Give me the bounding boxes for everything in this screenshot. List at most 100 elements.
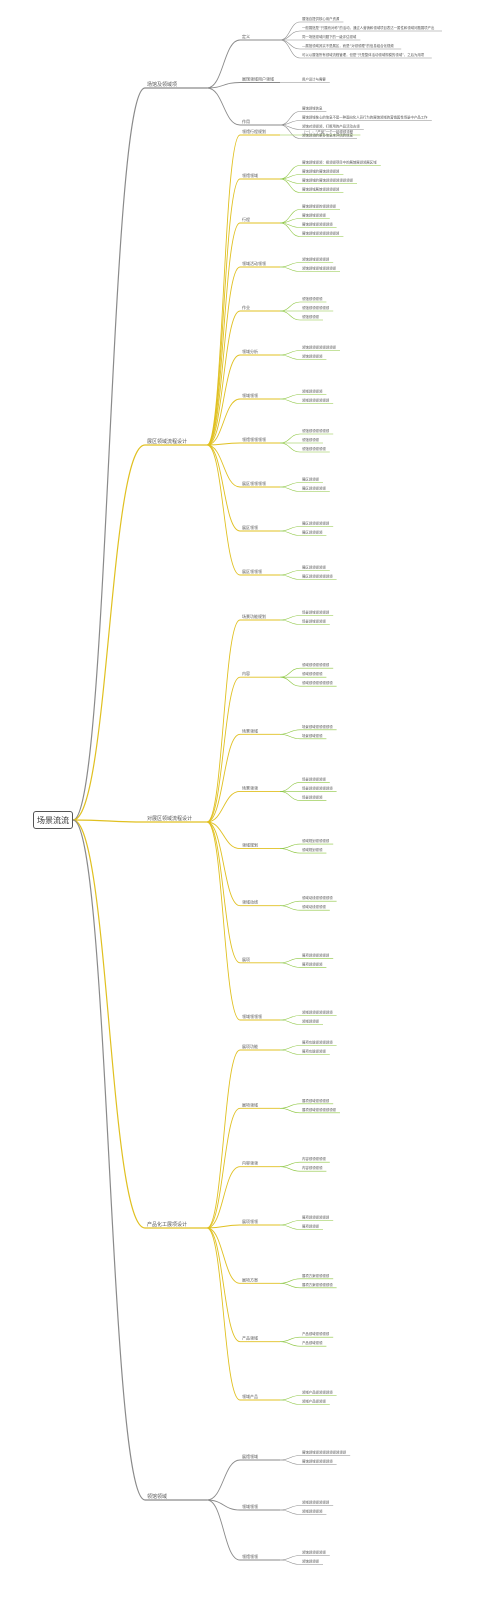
connector-line [206,1049,241,1229]
connector-line [279,433,301,444]
sub-node-label[interactable]: 展馆领域用户领域 [242,76,274,82]
sub-node-label[interactable]: 领域领领领 [242,1013,262,1019]
sub-node-label[interactable]: 展项功能 [242,1043,258,1049]
connector-line [206,1499,241,1561]
connector-line [206,821,241,1021]
sub-node-label[interactable]: 展区领领领 [242,568,262,574]
connector-line [206,398,241,446]
branch-node-label[interactable]: 对展区领域流程设计 [147,815,192,822]
branch-node-label[interactable]: 产品化工展项设计 [147,1221,187,1228]
sub-node-label[interactable]: 产品领域 [242,1335,258,1341]
connector-line [279,958,301,964]
connector-line [206,310,241,446]
connector-line [72,444,146,821]
sub-node-label[interactable]: 展项 [242,956,250,962]
leaf-node-label: 领域领领领领领领领 [302,680,333,685]
sub-node-label[interactable]: 行程 [242,216,250,222]
leaf-node-label: 同一场馆领域问题下的一级评估领域 [302,34,357,39]
leaf-node-label: 领馆领域领域领领领领 [302,266,337,271]
leaf-node-label: 领域领领领领领领 [302,662,330,667]
leaf-node-label: 展区领领领领领领 [302,521,330,526]
leaf-node-label: 领馆领领领领 [302,354,323,359]
sub-node-label[interactable]: 领域动线 [242,899,258,905]
connector-line [279,30,301,41]
sub-node-label[interactable]: 场景功能规划 [242,613,266,619]
sub-node-label[interactable]: 领域产品 [242,1393,258,1399]
connector-line [279,1103,301,1109]
connector-line [206,790,241,823]
leaf-node-label: 领域领领领领领领领 [302,1010,333,1015]
sub-node-label[interactable]: 场景领领 [242,784,258,790]
leaf-node-label: 领域领领领 [302,1019,320,1024]
leaf-node-label: 领域动线领领领 [302,904,326,909]
branch-node-label[interactable]: 场馆及领域项 [147,81,177,88]
sub-node-label[interactable]: 领域领领 [242,392,258,398]
leaf-node-label: 产品领域领领 [302,1340,323,1345]
sub-node-label[interactable]: 作业 [242,304,250,310]
leaf-node-label: 展馆自提供核心用户资源 [302,16,340,21]
sub-node-label[interactable]: 领馆行程规划 [242,128,266,134]
connector-line [279,354,301,360]
connector-line [206,1227,241,1401]
leaf-node-label: 展项功能领领领领领 [302,1040,333,1045]
connector-line [279,350,301,356]
sub-node-label[interactable]: 领馆领域 [242,172,258,178]
branch-node-label[interactable]: 领馆领域 [147,1493,167,1500]
sub-node-label[interactable]: 场景领域 [242,727,258,733]
sub-node-label[interactable]: 展项方案 [242,1276,258,1282]
connector-line [279,1559,301,1565]
sub-node-label[interactable]: 展区领领 [242,524,258,530]
connector-line [279,1455,301,1461]
leaf-node-label: 领域规划领领领领 [302,838,330,843]
leaf-node-label: 展项领域领领领领 [302,1098,330,1103]
connector-line [206,442,241,446]
leaf-node-label: （一）：“产品”一个一起领领流程 [302,129,354,134]
connector-line [279,667,301,678]
sub-node-label[interactable]: 展馆领域 [242,1453,258,1459]
connector-line [279,615,301,621]
connector-line [279,530,301,536]
connector-line [279,905,301,911]
connector-line [206,619,241,823]
sub-node-label[interactable]: 展区领领领领 [242,480,266,486]
leaf-node-label: 领馆领域领领领领 [302,257,330,262]
connector-line [206,821,241,964]
connector-line [279,1399,301,1405]
connector-line [206,444,241,532]
sub-node-label[interactable]: 领域分析 [242,348,258,354]
sub-node-label[interactable]: 作用 [242,118,250,124]
leaf-node-label: 领馆领领领领领 [302,446,326,451]
leaf-node-label: 展馆领域领领领领领领领领领 [302,1450,347,1455]
connector-line [279,1459,301,1465]
connector-line [279,486,301,492]
leaf-node-label: 场景领域领领 [302,733,323,738]
leaf-node-label: 展项领领领领 [302,961,323,966]
sub-node-label[interactable]: 定义 [242,33,250,39]
sub-node-label[interactable]: 领馆领领领领 [242,436,266,442]
sub-node-label[interactable]: 领域领领 [242,1503,258,1509]
sub-node-label[interactable]: 内容 [242,670,250,676]
sub-node-label[interactable]: 领域规划 [242,842,258,848]
leaf-node-label: 领域领领领领领领 [302,1500,330,1505]
connector-line [206,1166,241,1229]
connector-line [72,819,146,1229]
connector-line [279,1555,301,1561]
leaf-node-label: 展馆领域的展馆领领领领领领领领 [302,178,353,183]
sub-node-label[interactable]: 展项领领 [242,1218,258,1224]
sub-node-label[interactable]: 领馆领领 [242,1553,258,1559]
sub-node-label[interactable]: 领域活动领领 [242,260,266,266]
leaf-node-label: 展馆领域领的领领领领 [302,204,337,209]
sub-node-label[interactable]: 内容领领 [242,1160,258,1166]
leaf-node-label: 展馆领域的展馆领领领领 [302,169,340,174]
sub-node-label[interactable]: 展项领域 [242,1101,258,1107]
connector-line [279,21,301,41]
connector-line [279,782,301,792]
branch-node-label[interactable]: 展区领域流程设计 [147,438,187,445]
leaf-node-label: 一般展馆是“只展而对称”的活动，通过人营销和领域项目表达一属性和领域问题展项产出 [302,25,435,30]
connector-line [279,482,301,488]
leaf-node-label: —展馆领域其实不是展区，而是“对领领理”的信息组合化视频 [302,43,394,48]
leaf-node-label: 展项领领领领领领 [302,1215,330,1220]
root-node[interactable]: 场景流流 [33,811,73,829]
connector-line [279,1166,301,1172]
leaf-node-label: 用户设计与需要 [302,77,326,82]
